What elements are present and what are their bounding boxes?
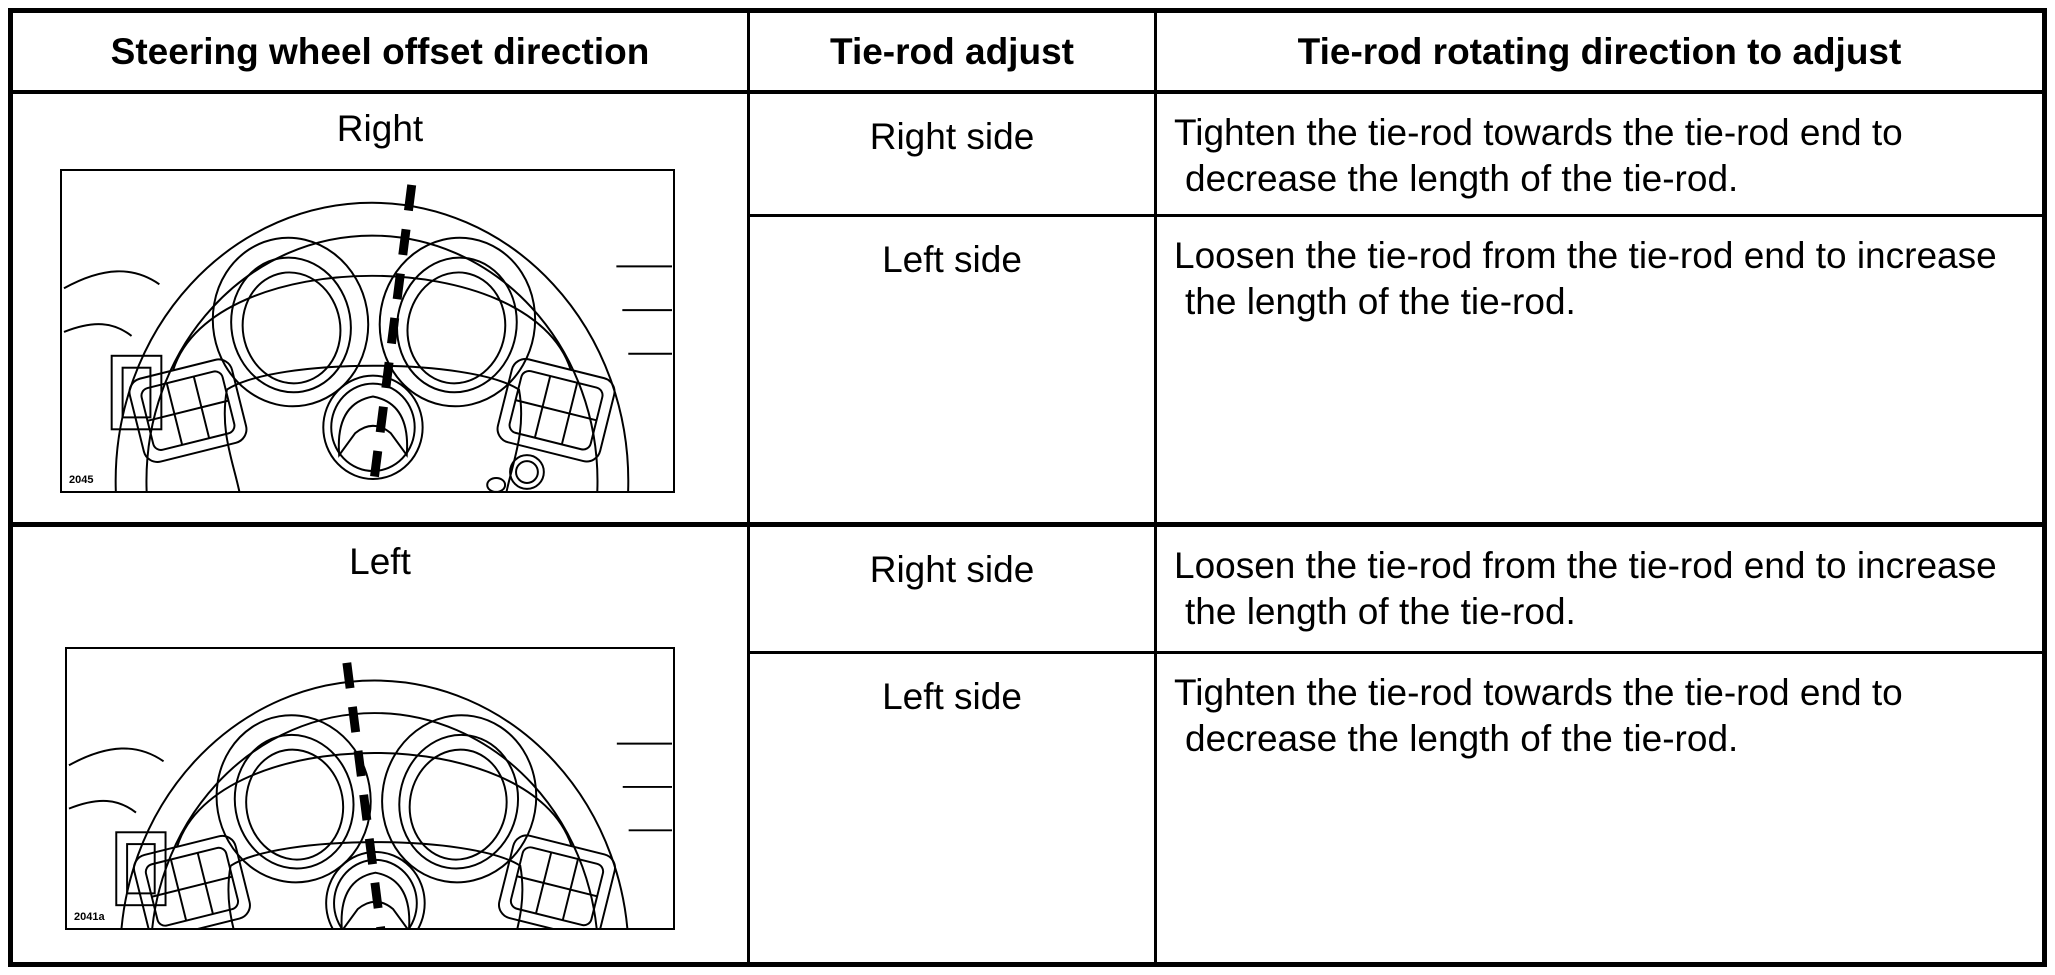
table-row-right-offset: Right 2045 Right side Tighten the tie-ro…	[13, 94, 2042, 527]
tie-rod-side-cell: Left side	[750, 654, 1157, 962]
adjustment-sub-column: Right side Loosen the tie-rod from the t…	[750, 527, 2042, 962]
table-row-left-offset: Left 2041a Right side Loosen the tie-rod…	[13, 527, 2042, 962]
steering-wheel-figure-left: 2041a	[65, 647, 675, 930]
header-rotating-direction: Tie-rod rotating direction to adjust	[1297, 30, 1902, 72]
table-header-row: Steering wheel offset direction Tie-rod …	[13, 13, 2042, 94]
steering-wheel-drawing	[62, 184, 673, 491]
center-offset-dashed-line-left	[342, 662, 386, 928]
figure-code: 2041a	[74, 911, 105, 923]
adjustment-sub-column: Right side Tighten the tie-rod towards t…	[750, 94, 2042, 522]
center-offset-dashed-line-right	[369, 184, 417, 482]
adjustment-sub-row: Left side Tighten the tie-rod towards th…	[750, 654, 2042, 962]
adjustment-sub-row: Right side Tighten the tie-rod towards t…	[750, 94, 2042, 217]
steering-wheel-figure-right: 2045	[60, 169, 675, 493]
instruction-cell: Tighten the tie-rod towards the tie-rod …	[1174, 672, 1903, 759]
tie-rod-side-cell: Left side	[750, 217, 1157, 522]
offset-direction-cell: Right 2045	[13, 94, 750, 522]
adjustment-sub-row: Left side Loosen the tie-rod from the ti…	[750, 217, 2042, 522]
instruction-cell: Loosen the tie-rod from the tie-rod end …	[1174, 235, 1997, 322]
figure-code: 2045	[69, 474, 94, 486]
instruction-cell: Tighten the tie-rod towards the tie-rod …	[1174, 112, 1903, 199]
offset-direction-label: Right	[336, 108, 424, 149]
adjustment-sub-row: Right side Loosen the tie-rod from the t…	[750, 527, 2042, 654]
tie-rod-side-cell: Right side	[750, 94, 1157, 214]
offset-direction-label: Left	[349, 541, 411, 582]
adjustment-table: Steering wheel offset direction Tie-rod …	[8, 8, 2047, 967]
steering-wheel-drawing	[67, 662, 673, 928]
header-tie-rod-adjust: Tie-rod adjust	[750, 13, 1157, 90]
offset-direction-cell: Left 2041a	[13, 527, 750, 962]
instruction-cell: Loosen the tie-rod from the tie-rod end …	[1174, 545, 1997, 632]
tie-rod-side-cell: Right side	[750, 527, 1157, 651]
header-offset-direction: Steering wheel offset direction	[13, 13, 750, 90]
